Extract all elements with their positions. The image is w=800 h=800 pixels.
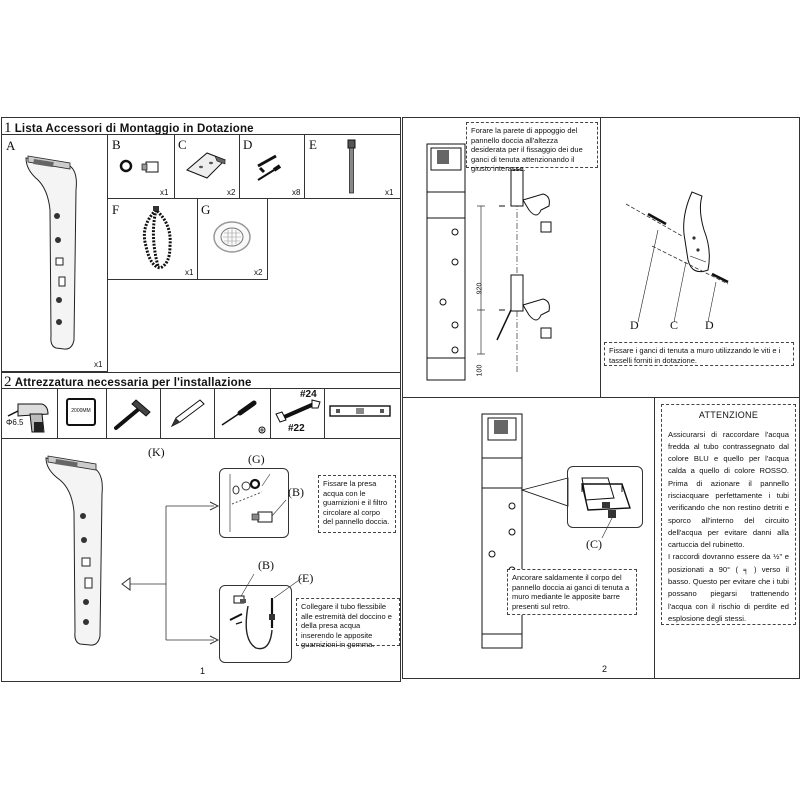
wrench-22-label: #22: [288, 423, 305, 434]
right-horizontal-divider: [402, 397, 800, 398]
hook-mounting-drawing: [625, 191, 729, 323]
warning-body-2: I raccordi dovranno essere da ½" e posiz…: [668, 552, 789, 623]
step1-branch-connector: [121, 501, 220, 645]
warning-box: ATTENZIONE Assicurarsi di raccordare l'a…: [661, 404, 796, 625]
note-anchor: Ancorare saldamente il corpo del pannell…: [507, 569, 637, 615]
c-label: (C): [586, 537, 602, 551]
page-number-1: 1: [200, 666, 206, 676]
left-page-frame: [1, 117, 401, 682]
wrench-24-label: #24: [300, 389, 317, 400]
section-2-top-rule: [1, 372, 401, 373]
item-g-qty: x2: [254, 268, 263, 277]
item-f-letter: F: [112, 202, 120, 217]
detail-inlet-box: [219, 468, 289, 538]
drill-icon: [7, 403, 49, 433]
b-label-top: (B): [288, 485, 304, 499]
spirit-level-icon: [329, 405, 391, 417]
screwdriver-icon: [221, 400, 266, 434]
water-inlet-icon: [119, 159, 159, 173]
item-b-qty: x1: [160, 188, 169, 197]
tape-measure-label: 2000MM: [71, 408, 91, 414]
tool-level-cell: [324, 388, 401, 439]
dim-920-label: 920: [476, 282, 484, 295]
item-e-cell: [304, 134, 401, 199]
step1-shower-panel: [45, 455, 103, 646]
detail-bar-box: [567, 466, 643, 528]
item-c-letter: C: [178, 137, 187, 152]
wrench-icon: [275, 399, 321, 423]
detail-hose-box: [219, 585, 292, 663]
tape-measure-icon: 2000MM: [66, 398, 96, 426]
item-d-letter: D: [243, 137, 253, 152]
item-d-qty: x8: [292, 188, 301, 197]
panel-drilling-drawing: [426, 143, 552, 381]
section-1-rule: [1, 134, 401, 135]
item-b-letter: B: [112, 137, 121, 152]
hose-connection-drawing: [229, 573, 303, 650]
flexible-hose-icon: [142, 206, 172, 270]
k-label: (K): [148, 445, 165, 459]
e-label: (E): [298, 571, 314, 585]
right-lower-divider: [654, 397, 655, 679]
label-d-left: D: [630, 318, 639, 332]
right-vertical-divider: [600, 117, 601, 397]
item-c-qty: x2: [227, 188, 236, 197]
wall-hook-icon: [186, 152, 226, 179]
g-label: (G): [248, 452, 265, 466]
note-hooks: Fissare i ganci di tenuta a muro utilizz…: [604, 342, 794, 366]
filter-gasket-icon: [213, 221, 251, 253]
note-drilling: Forare la parete di appoggio del pannell…: [466, 122, 598, 173]
item-e-letter: E: [309, 137, 317, 152]
item-a-letter: A: [6, 138, 16, 153]
item-g-cell: [197, 198, 268, 280]
panel-anchoring-drawing: [481, 413, 615, 649]
pencil-icon: [170, 399, 205, 428]
label-c: C: [670, 318, 679, 332]
drill-size-label: Φ6.5: [6, 418, 24, 427]
item-a-qty: x1: [94, 360, 103, 369]
note-inlet: Fissare la presa acqua con le guarnizion…: [318, 475, 396, 533]
hand-shower-icon: [347, 139, 356, 194]
warning-title: ATTENZIONE: [698, 410, 759, 420]
hammer-icon: [114, 399, 151, 430]
shower-panel-illustration: [25, 155, 77, 350]
bar-detail-drawing: [581, 483, 631, 539]
page-number-2: 2: [602, 664, 608, 674]
note-hose: Collegare il tubo flessibile alle estrem…: [296, 598, 400, 649]
dim-100-label: 100: [476, 364, 484, 377]
inlet-assembly-drawing: [229, 473, 287, 532]
screws-anchors-icon: [257, 154, 282, 181]
item-f-qty: x1: [185, 268, 194, 277]
label-d-right: D: [705, 318, 714, 332]
item-e-qty: x1: [385, 188, 394, 197]
warning-body: Assicurarsi di raccordare l'acqua fredda…: [668, 429, 789, 550]
b-label-bottom: (B): [258, 558, 274, 572]
item-g-letter: G: [201, 202, 211, 217]
